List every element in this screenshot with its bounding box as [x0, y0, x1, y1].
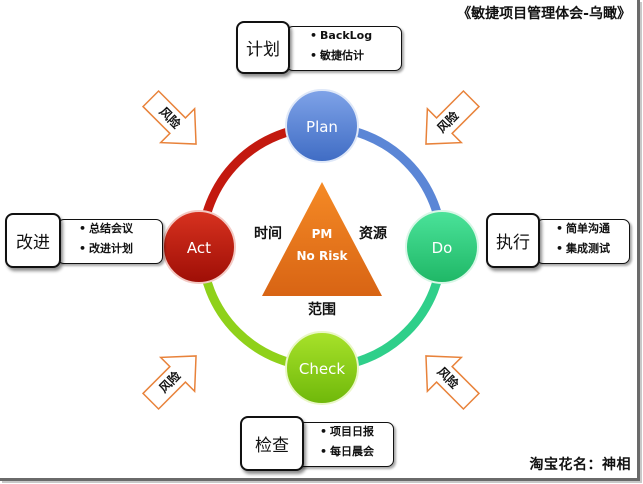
- slide-title: 《敏捷项目管理体会-乌瞰》: [457, 6, 631, 22]
- node-plan[interactable]: Plan: [285, 89, 359, 163]
- callout-act-item: 总结会议: [79, 219, 133, 239]
- risk-arrow-bottom-left: 风险: [141, 355, 197, 411]
- svg-text:Check: Check: [299, 360, 345, 378]
- svg-text:Do: Do: [432, 239, 453, 257]
- label-scope: 范围: [308, 301, 336, 318]
- pm-triangle: [262, 182, 382, 296]
- label-time: 时间: [254, 225, 282, 242]
- risk-arrow-top-right: 风险: [425, 89, 481, 145]
- callout-plan-heading: 计划: [236, 21, 290, 74]
- svg-text:Plan: Plan: [306, 118, 338, 136]
- callout-do: 简单沟通 集成测试 执行: [486, 213, 636, 271]
- author-credit: 淘宝花名：神相: [529, 457, 631, 473]
- label-resource: 资源: [359, 225, 387, 242]
- callout-check-item: 每日晨会: [320, 442, 374, 462]
- callout-plan: BackLog 敏捷估计 计划: [236, 21, 406, 77]
- callout-do-item: 集成测试: [556, 239, 610, 259]
- callout-act-item: 改进计划: [79, 239, 133, 259]
- callout-check-item: 项目日报: [320, 422, 374, 442]
- callout-plan-item: BackLog: [310, 26, 372, 46]
- callout-check: 项目日报 每日晨会 检查: [240, 416, 400, 474]
- callout-act: 总结会议 改进计划 改进: [5, 213, 170, 271]
- svg-text:Act: Act: [187, 239, 211, 257]
- callout-check-heading: 检查: [240, 416, 304, 471]
- risk-arrow-bottom-right: 风险: [425, 355, 481, 411]
- node-check[interactable]: Check: [285, 331, 359, 405]
- risk-arrow-top-left: 风险: [141, 89, 197, 145]
- callout-act-heading: 改进: [5, 213, 61, 268]
- triangle-line1: PM: [312, 227, 333, 241]
- node-do[interactable]: Do: [405, 210, 479, 284]
- node-act[interactable]: Act: [162, 210, 236, 284]
- callout-do-heading: 执行: [486, 213, 540, 268]
- callout-do-item: 简单沟通: [556, 219, 610, 239]
- callout-plan-item: 敏捷估计: [310, 46, 372, 66]
- triangle-line2: No Risk: [297, 249, 349, 263]
